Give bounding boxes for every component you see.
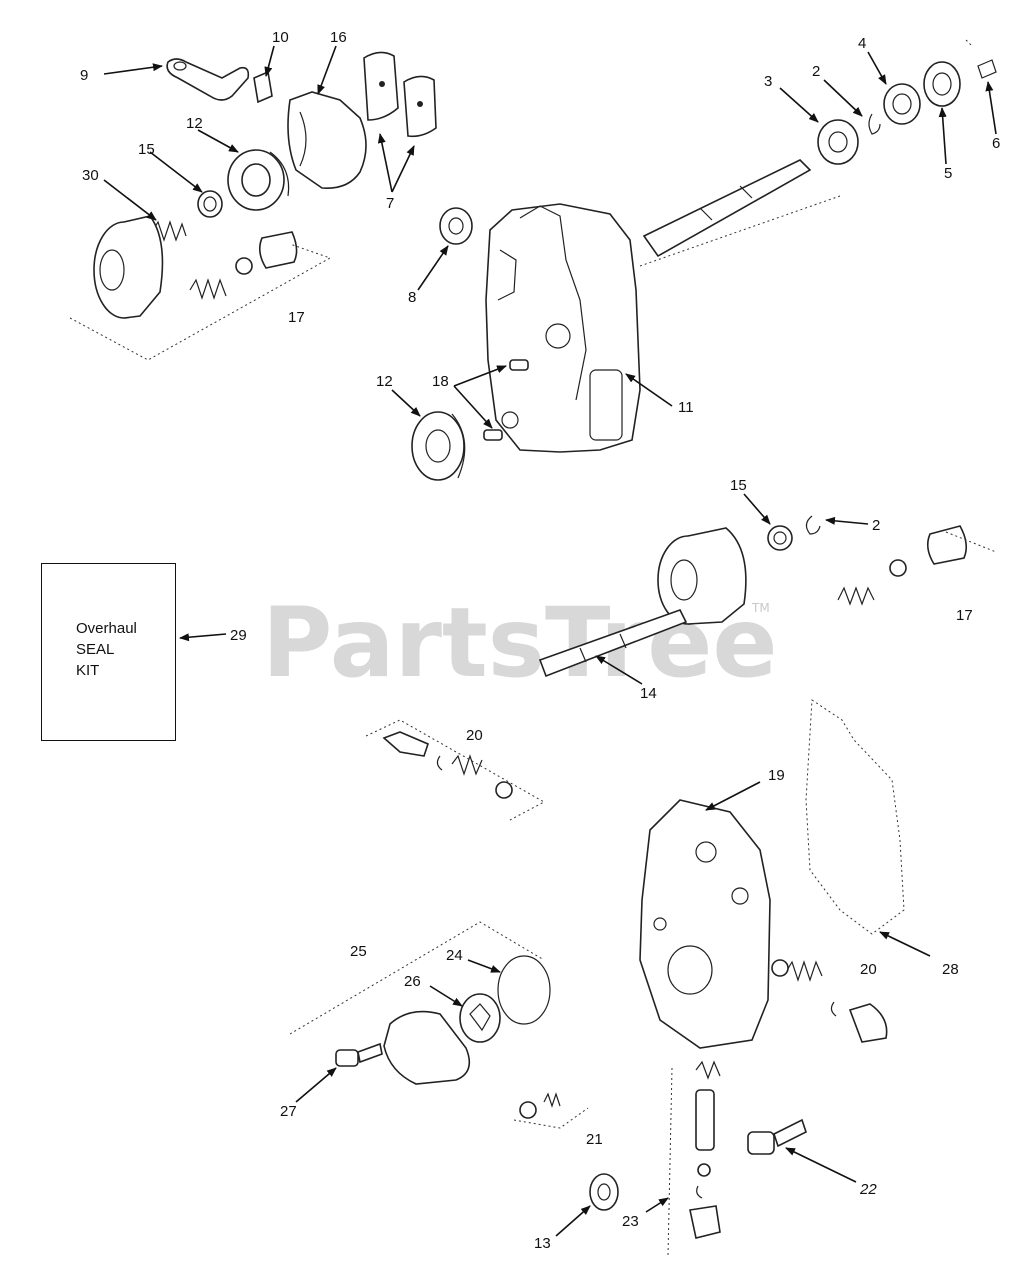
part-cylinder-block-top [93,215,164,319]
label-22: 22 [859,1181,877,1198]
label-2-mid: 2 [872,517,880,534]
label-16: 16 [330,29,347,46]
part-7-thrust-bearing [363,51,437,138]
part-12-thrust-washer-top [227,149,290,211]
label-8: 8 [408,289,416,306]
part-27-bolt [335,1042,383,1067]
part-26-charge-pump-gerotor [459,993,501,1043]
label-5: 5 [944,165,952,182]
part-4-washer [883,83,921,125]
part-19-end-cap [639,799,771,1049]
label-12-mid: 12 [376,373,393,390]
part-15-washer-mid [767,525,793,551]
label-10: 10 [272,29,289,46]
part-15-washer-top [197,190,223,218]
label-30: 30 [82,167,99,184]
watermark-tm: TM [751,601,770,615]
label-15-mid: 15 [730,477,747,494]
part-23-relief-valve [689,1060,721,1239]
part-30-spring [151,220,187,242]
label-4: 4 [858,35,866,52]
label-17-mid: 17 [956,607,973,624]
kit-line-kit: KIT [76,662,100,679]
label-18: 18 [432,373,449,390]
part-20-check-valve-left [382,731,513,799]
part-5-seal [923,61,961,107]
label-25: 25 [350,943,367,960]
label-20-right: 20 [860,961,877,978]
kit-line-overhaul: Overhaul [76,620,137,637]
part-28-gasket [805,699,905,935]
part-21-check-ball-spring [519,1092,561,1119]
label-15-top: 15 [138,141,155,158]
label-23: 23 [622,1213,639,1230]
label-20-left: 20 [466,727,483,744]
label-24: 24 [446,947,463,964]
part-17-piston-top [189,231,298,300]
overhaul-seal-kit-box: Overhaul SEAL KIT [41,563,176,741]
label-12-top: 12 [186,115,203,132]
part-20-check-valve-right [771,959,888,1043]
label-28: 28 [942,961,959,978]
part-input-shaft [642,159,812,258]
part-18-dowel-pins [483,359,529,441]
label-3: 3 [764,73,772,90]
label-27: 27 [280,1103,297,1120]
part-8-seal [439,207,473,245]
part-motor-cylinder-block [657,527,747,625]
label-6: 6 [992,135,1000,152]
kit-line-seal: SEAL [76,641,115,658]
label-21: 21 [586,1131,603,1148]
part-13-seal [589,1173,619,1211]
part-6-key [965,39,997,79]
part-22-bolt [747,1118,807,1155]
part-3-bearing [817,119,859,165]
label-2-top: 2 [812,63,820,80]
part-9-control-lever [166,58,250,101]
label-9: 9 [80,67,88,84]
part-16-swashplate [287,91,367,189]
part-10-key [253,70,273,104]
part-25-charge-pump-cover [383,1010,471,1085]
label-29: 29 [230,627,247,644]
part-2-retaining-ring-mid [805,515,821,535]
label-26: 26 [404,973,421,990]
kit-box-text: Overhaul SEAL KIT [76,618,137,681]
label-11: 11 [678,399,694,416]
label-13: 13 [534,1235,551,1252]
part-2-retaining-ring-top [868,113,881,135]
label-19: 19 [768,767,785,784]
label-7: 7 [386,195,394,212]
part-14-motor-shaft [538,609,688,678]
part-17-piston-mid [837,525,968,606]
part-11-center-housing [485,203,641,453]
label-14: 14 [640,685,657,702]
part-12-thrust-washer-mid [411,411,466,481]
label-17-top: 17 [288,309,305,326]
part-24-o-ring [497,955,551,1025]
